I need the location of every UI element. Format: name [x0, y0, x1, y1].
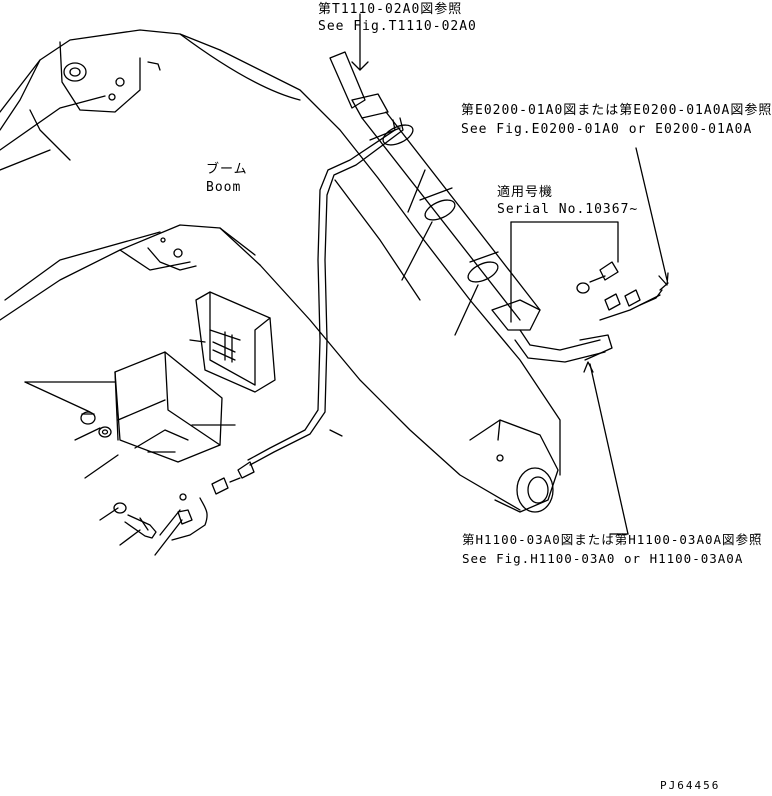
- mounting-hardware: [80, 411, 193, 539]
- boom-foot: [469, 419, 559, 513]
- boom-label-jp: ブーム: [206, 162, 248, 177]
- working-lamp: [195, 291, 276, 393]
- serial-applicability-jp: 適用号機: [497, 185, 554, 200]
- boom-working-lamp-line-drawing: [0, 13, 669, 556]
- boom-outline: [0, 29, 561, 511]
- lamp-wire-harness: [247, 117, 669, 466]
- serial-applicability-en: Serial No.10367~: [497, 202, 639, 217]
- hose-clamps: [382, 124, 499, 336]
- leader-lines: [24, 13, 669, 556]
- boom-cylinder: [329, 51, 541, 331]
- lamp-bracket: [114, 351, 223, 463]
- drawing-code: PJ64456: [660, 779, 721, 792]
- ref-h1100-en: See Fig.H1100-03A0 or H1100-03A0A: [462, 551, 744, 566]
- boom-label-en: Boom: [206, 180, 242, 195]
- upper-bolt-and-washer: [576, 261, 641, 311]
- ref-e0200-en: See Fig.E0200-01A0 or E0200-01A0A: [461, 122, 753, 137]
- boom-upper-bracket: [63, 61, 183, 258]
- ref-h1100-jp: 第H1100-03A0図または第H1100-03A0A図参照: [462, 532, 763, 547]
- ref-t1110-en: See Fig.T1110-02A0: [318, 19, 477, 34]
- lamp-connector-plugs: [171, 461, 255, 541]
- ref-t1110-jp: 第T1110-02A0図参照: [318, 2, 463, 17]
- ref-e0200-jp: 第E0200-01A0図または第E0200-01A0A図参照: [461, 103, 772, 118]
